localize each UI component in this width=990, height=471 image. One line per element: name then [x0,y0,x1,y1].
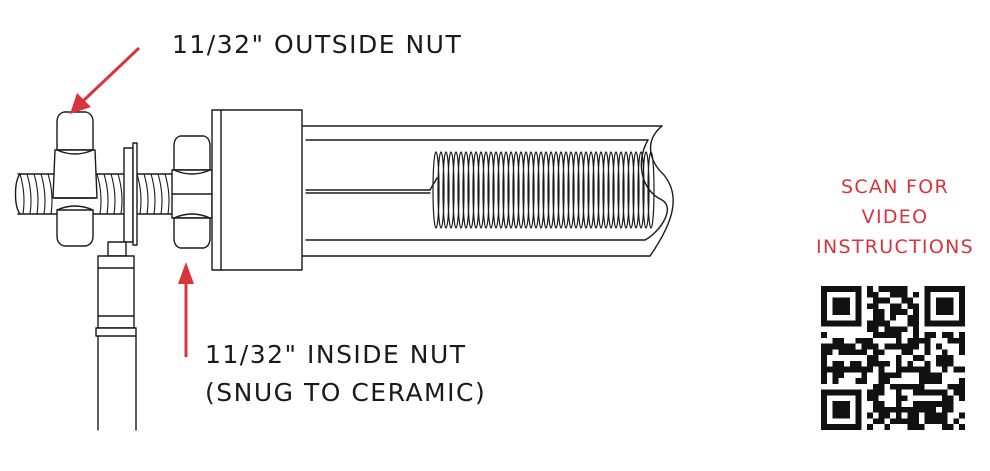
heating-coil [432,151,655,229]
terminal-tab [123,142,138,246]
scan-text-line-2: VIDEO [861,206,929,228]
ceramic-end-cap [211,109,303,271]
inside-nut [171,135,213,249]
arrow-icon [70,46,194,357]
qr-code-icon[interactable] [821,286,965,430]
threaded-stud [14,173,176,215]
scan-text-line-1: SCAN FOR [840,176,950,198]
label-outside-nut: 11/32" OUTSIDE NUT [172,30,463,59]
outside-nut [52,111,98,247]
label-inside-nut-note: (SNUG TO CERAMIC) [205,378,487,407]
lead-wire [95,241,137,431]
scan-text-line-3: INSTRUCTIONS [816,236,974,258]
label-inside-nut: 11/32" INSIDE NUT [205,340,467,369]
element-tube [301,125,674,257]
